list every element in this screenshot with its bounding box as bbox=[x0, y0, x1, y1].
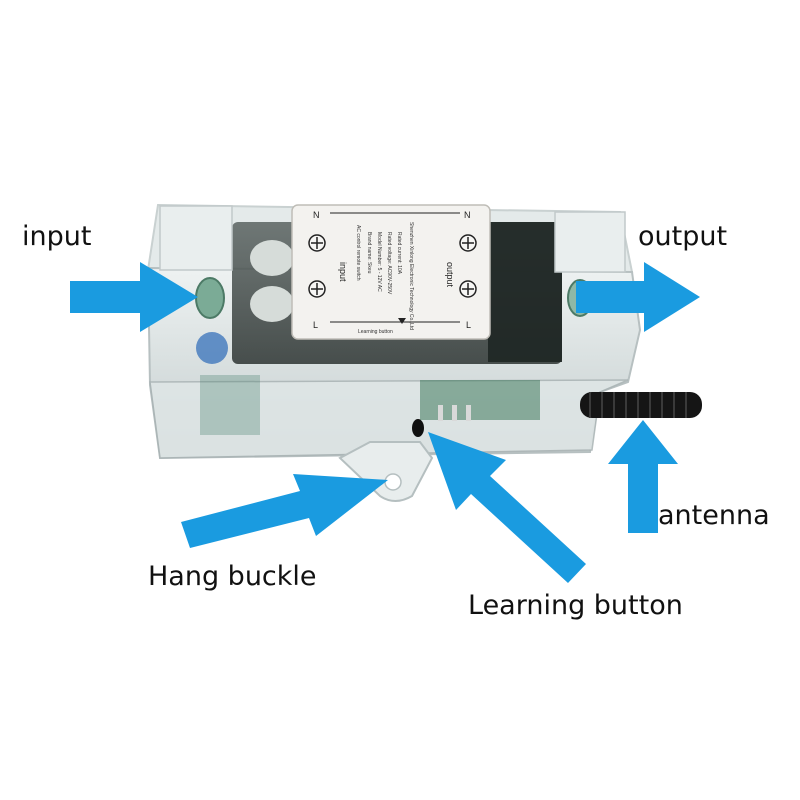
capacitor bbox=[196, 332, 228, 364]
sticker-line1: Brand name: Skeu bbox=[366, 232, 372, 274]
sticker-title: AC control remote switch bbox=[355, 225, 361, 281]
diagonal-arrow-icon bbox=[181, 474, 388, 548]
pin bbox=[452, 405, 457, 421]
sticker-n-right: N bbox=[464, 210, 471, 220]
product-sticker: N N L L input output AC control remote s… bbox=[291, 204, 491, 340]
input-callout-label: input bbox=[22, 221, 92, 252]
sticker-button-glyph bbox=[398, 318, 406, 324]
sticker-l-right: L bbox=[466, 320, 471, 330]
screw-terminal-icon bbox=[308, 234, 326, 252]
sticker-line4: Rated current: 10A bbox=[396, 232, 402, 275]
right-arrow-icon bbox=[70, 262, 198, 332]
sticker-line5: Shenzhen Xinlong Electronic Technology C… bbox=[408, 222, 414, 330]
learning-button-hole[interactable] bbox=[412, 419, 424, 437]
antenna-coil bbox=[580, 392, 702, 418]
sticker-learning-button: Learning button bbox=[358, 329, 393, 335]
learning-button-callout-label: Learning button bbox=[468, 590, 683, 621]
output-callout-label: output bbox=[638, 221, 728, 252]
terminal-housing-left bbox=[250, 240, 294, 276]
antenna-callout-label: antenna bbox=[658, 500, 770, 531]
diagonal-arrow-icon bbox=[428, 432, 586, 583]
pcb-left bbox=[200, 375, 260, 435]
sticker-input: input bbox=[338, 262, 348, 282]
pin bbox=[438, 405, 443, 421]
hang-buckle-callout-label: Hang buckle bbox=[148, 561, 317, 592]
mount-post-right bbox=[554, 211, 626, 273]
mount-post-left bbox=[159, 205, 233, 271]
screw-terminal-icon bbox=[459, 234, 477, 252]
sticker-line2: Model Number: 5 - 12V AC bbox=[376, 232, 382, 292]
pin bbox=[466, 405, 471, 421]
screw-terminal-icon bbox=[308, 280, 326, 298]
hang-buckle-hole bbox=[384, 473, 402, 491]
sticker-line3: Rated voltage: AC90V-250V bbox=[386, 232, 392, 295]
relay bbox=[488, 222, 562, 362]
sticker-n-left: N bbox=[313, 210, 320, 220]
sticker-l-left: L bbox=[313, 320, 318, 330]
screw-terminal-icon bbox=[459, 280, 477, 298]
terminal-housing-left bbox=[250, 286, 294, 322]
right-arrow-icon bbox=[576, 262, 700, 332]
hang-buckle-tab bbox=[338, 441, 434, 502]
sticker-output: output bbox=[445, 262, 455, 288]
up-arrow-icon bbox=[608, 420, 678, 533]
terminal-clip-left bbox=[195, 277, 225, 319]
